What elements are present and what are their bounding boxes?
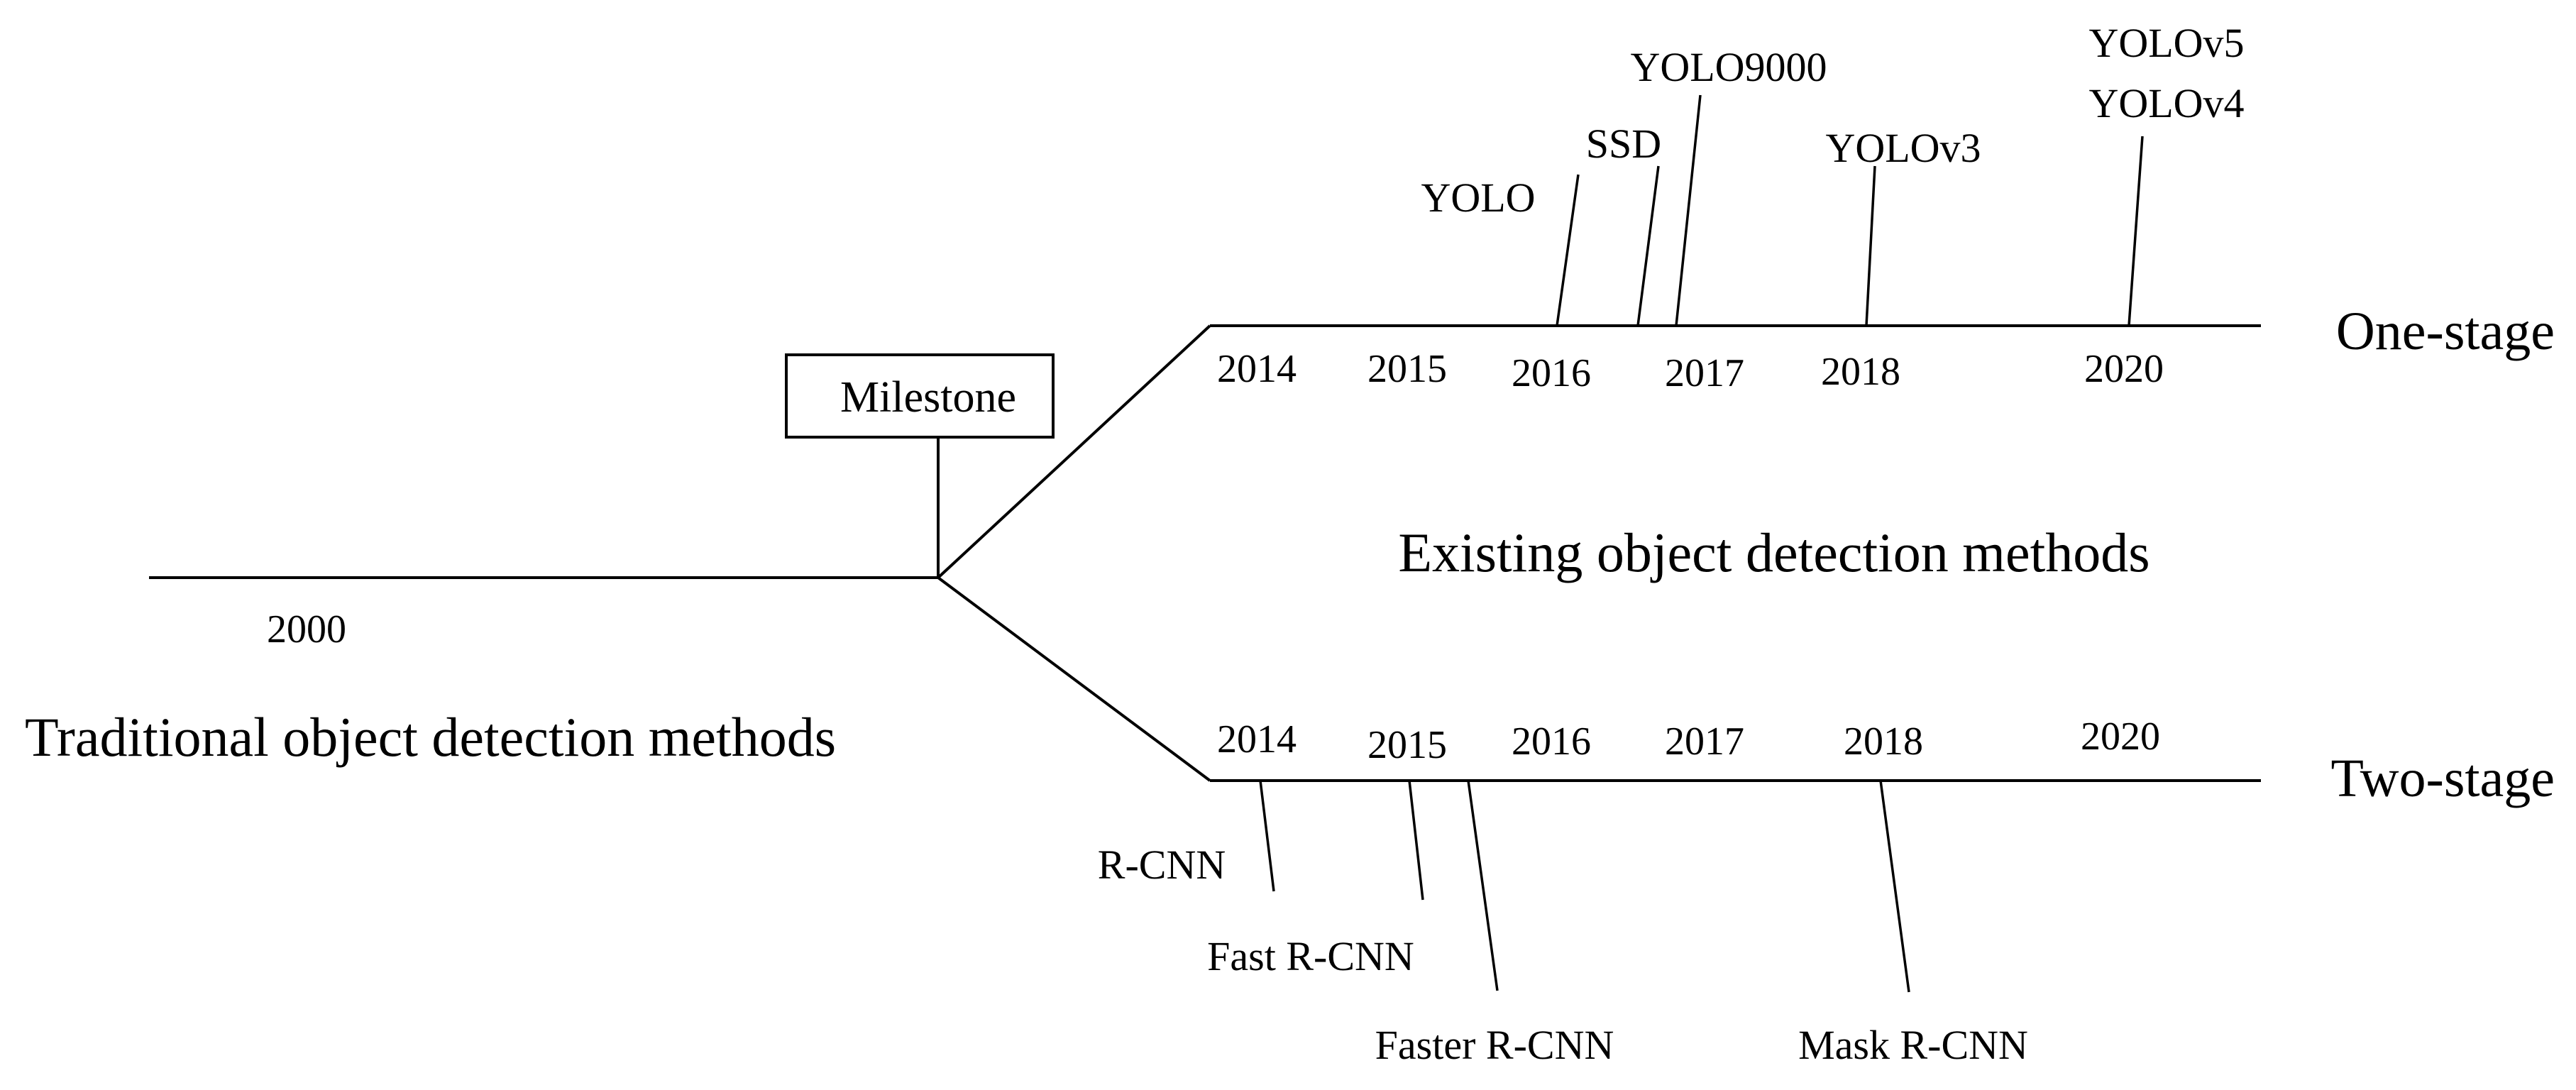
yolo-tick [1556, 174, 1580, 326]
fast-rcnn-label: Fast R-CNN [1207, 933, 1414, 979]
one-stage-branch-line [937, 324, 1211, 579]
one-stage-year: 2014 [1217, 347, 1297, 391]
fast-rcnn-tick [1408, 780, 1424, 901]
two-stage-year: 2018 [1844, 720, 1923, 764]
one-stage-year: 2020 [2084, 347, 2164, 391]
one-stage-year: 2016 [1512, 351, 1591, 395]
yolov5-label: YOLOv5 [2088, 20, 2244, 66]
milestone-label: Milestone [840, 373, 1016, 422]
two-stage-year: 2016 [1512, 720, 1591, 764]
faster-rcnn-label: Faster R-CNN [1375, 1022, 1614, 1068]
two-stage-year: 2020 [2081, 715, 2160, 759]
yolov3-label: YOLOv3 [1825, 125, 1981, 171]
yolo9000-tick [1675, 94, 1702, 326]
ssd-tick [1636, 165, 1660, 326]
yolo9000-label: YOLO9000 [1630, 44, 1827, 90]
two-stage-year: 2014 [1217, 717, 1297, 761]
rcnn-label: R-CNN [1098, 842, 1226, 888]
mask-rcnn-label: Mask R-CNN [1798, 1022, 2028, 1068]
yolov4-label: YOLOv4 [2088, 80, 2244, 126]
faster-rcnn-tick [1467, 780, 1499, 991]
ssd-label: SSD [1586, 121, 1661, 167]
traditional-methods-title: Traditional object detection methods [25, 706, 836, 768]
existing-methods-title: Existing object detection methods [1398, 522, 2150, 583]
two-stage-year: 2017 [1665, 720, 1744, 764]
two-stage-branch-line [937, 576, 1211, 782]
yolov5-yolov4-tick [2128, 136, 2144, 326]
one-stage-year: 2018 [1821, 350, 1900, 394]
two-stage-year: 2015 [1367, 723, 1447, 767]
one-stage-year: 2015 [1367, 347, 1447, 391]
two-stage-label: Two-stage [2331, 749, 2555, 808]
milestone-box [785, 353, 1055, 439]
one-stage-label: One-stage [2336, 302, 2555, 361]
yolov3-tick [1865, 165, 1876, 326]
rcnn-tick [1259, 780, 1275, 892]
yolo-label: YOLO [1421, 175, 1535, 221]
mask-rcnn-tick [1879, 780, 1910, 993]
one-stage-year: 2017 [1665, 351, 1744, 395]
traditional-year-2000: 2000 [267, 607, 346, 651]
